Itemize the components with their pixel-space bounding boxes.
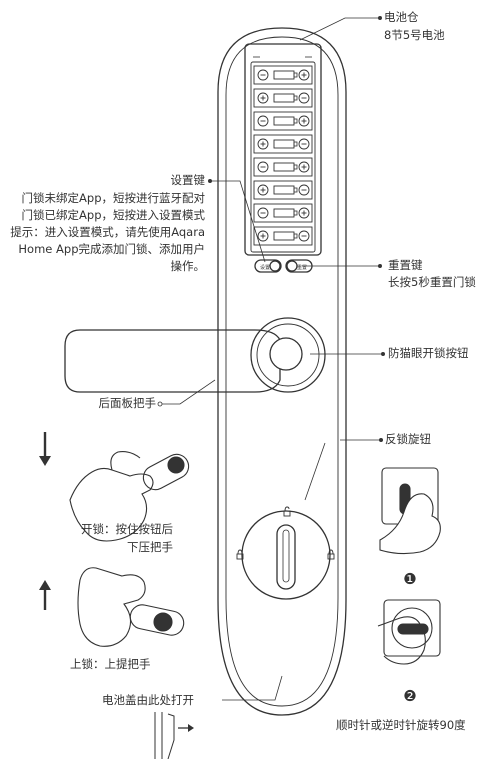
handle-rosette — [250, 317, 326, 393]
arrow-up-icon — [39, 580, 51, 610]
reset-button-text: 重置 — [297, 264, 307, 271]
step1-badge: ❶ — [403, 570, 417, 588]
unlock-instruction-1: 开锁：按住按钮后 — [81, 522, 173, 536]
battery-rows — [253, 65, 313, 246]
battery-row — [253, 65, 313, 85]
minus-terminal-icon — [298, 138, 310, 150]
lock-right-icon — [327, 549, 335, 560]
lock-hand-illustration — [77, 567, 185, 647]
rear-handle-label: 后面板把手 — [98, 396, 157, 410]
settings-button-text: 设置 — [260, 264, 270, 271]
lock-left-icon — [236, 549, 244, 560]
battery-row — [253, 134, 313, 154]
battery-row — [253, 226, 313, 246]
plus-terminal-icon — [298, 161, 310, 173]
plus-terminal-icon — [298, 69, 310, 81]
knob-step1-illustration — [379, 467, 441, 555]
minus-terminal-icon — [298, 92, 310, 104]
settings-key-label: 设置键 — [170, 173, 206, 187]
battery-bay-label: 电池仓 — [384, 10, 419, 24]
settings-desc-4: Home App完成添加门锁、添加用户 — [18, 242, 205, 256]
battery-row — [253, 88, 313, 108]
battery-row — [253, 111, 313, 131]
battery-cover-open-icon — [154, 712, 194, 759]
peephole-lock-button[interactable] — [269, 337, 303, 371]
unlock-hand-illustration — [69, 451, 190, 542]
battery-spec-label: 8节5号电池 — [384, 28, 445, 42]
settings-desc-3: 提示：进入设置模式，请先使用Aqara — [10, 225, 205, 239]
battery-row — [253, 157, 313, 177]
handle-rosette-inner — [256, 323, 320, 387]
battery-frame — [250, 61, 316, 253]
minus-terminal-icon — [257, 161, 269, 173]
reset-button-dot — [286, 260, 298, 272]
reset-desc-label: 长按5秒重置门锁 — [388, 275, 476, 289]
plus-terminal-icon — [298, 207, 310, 219]
step2-badge: ❷ — [403, 687, 417, 705]
rear-handle[interactable] — [64, 329, 281, 393]
reset-key-label: 重置键 — [388, 258, 423, 272]
settings-desc-2: 门锁已绑定App，短按进入设置模式 — [21, 208, 205, 222]
battery-row — [253, 180, 313, 200]
battery-cover-label: 电池盖由此处打开 — [102, 693, 194, 707]
lock-body-inner — [225, 36, 339, 707]
deadbolt-knob-label: 反锁旋钮 — [385, 432, 431, 446]
peephole-button-label: 防猫眼开锁按钮 — [388, 346, 469, 360]
rotate-instruction: 顺时针或逆时针旋转90度 — [336, 718, 466, 732]
deadbolt-knob[interactable] — [276, 524, 296, 590]
arrow-down-icon — [39, 432, 51, 466]
plus-terminal-icon — [257, 184, 269, 196]
minus-terminal-icon — [298, 230, 310, 242]
plus-terminal-icon — [257, 138, 269, 150]
battery-compartment — [244, 43, 322, 256]
minus-terminal-icon — [257, 69, 269, 81]
minus-terminal-icon — [298, 184, 310, 196]
lock-body-outline — [217, 27, 347, 716]
deadbolt-rosette — [241, 510, 331, 600]
battery-row — [253, 203, 313, 223]
settings-button[interactable] — [254, 259, 282, 273]
plus-terminal-icon — [257, 92, 269, 104]
plus-terminal-icon — [298, 115, 310, 127]
settings-desc-1: 门锁未绑定App，短按进行蓝牙配对 — [21, 191, 205, 205]
minus-terminal-icon — [257, 115, 269, 127]
minus-terminal-icon — [257, 207, 269, 219]
plus-terminal-icon — [257, 230, 269, 242]
unlock-instruction-2: 下压把手 — [127, 540, 173, 554]
lock-instruction: 上锁：上提把手 — [70, 657, 151, 671]
knob-step2-illustration — [377, 599, 441, 665]
settings-button-dot — [269, 260, 281, 272]
settings-desc-5: 操作。 — [170, 259, 206, 273]
lock-open-icon — [283, 506, 291, 517]
